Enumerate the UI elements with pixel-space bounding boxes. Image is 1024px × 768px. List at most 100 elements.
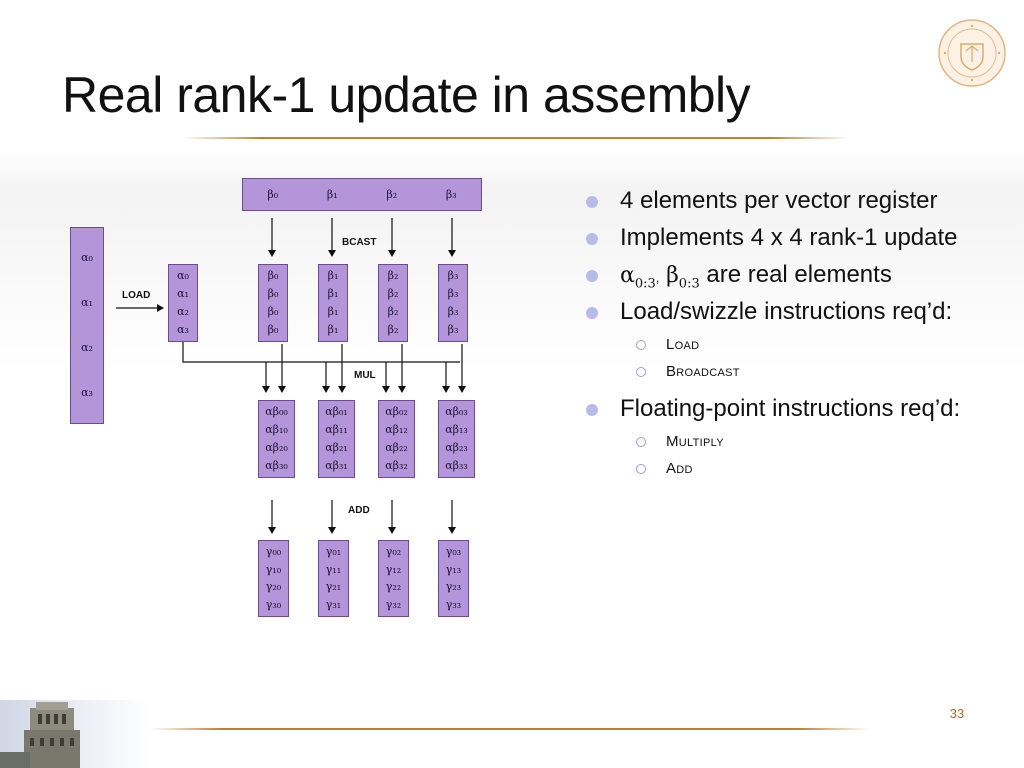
broadcast-element: β₂ (387, 287, 399, 300)
header-shadow (0, 150, 1024, 190)
bcast-label: BCAST (342, 237, 377, 248)
alpha-element: α₁ (81, 296, 93, 310)
alpha-register-element: α₀ (177, 269, 189, 282)
product-register-2: αβ₀₂ αβ₁₂ αβ₂₂ αβ₃₂ (378, 400, 415, 478)
broadcast-element: β₀ (267, 269, 279, 282)
bullet-text: Implements 4 x 4 rank-1 update (620, 224, 958, 251)
product-element: αβ₁₀ (265, 423, 288, 436)
broadcast-element: β₃ (447, 287, 459, 300)
sub-bullet-text: Load (666, 336, 700, 353)
gamma-register-0: γ₀₀ γ₁₀ γ₂₀ γ₃₀ (258, 540, 289, 617)
alpha-range: α0:3 (620, 263, 656, 292)
bullet-ring-icon (636, 437, 646, 447)
beta-range: β0:3 (666, 263, 700, 292)
alpha-register-element: α₃ (177, 323, 189, 336)
gamma-register-3: γ₀₃ γ₁₃ γ₂₃ γ₃₃ (438, 540, 469, 617)
gamma-element: γ₁₀ (265, 562, 282, 576)
alpha-element: α₃ (81, 385, 93, 399)
beta-element: β₁ (326, 188, 338, 201)
product-element: αβ₀₁ (325, 405, 348, 418)
bullet-dot-icon (586, 196, 598, 208)
product-element: αβ₂₃ (445, 441, 468, 454)
mul-label: MUL (354, 370, 376, 381)
gamma-register-1: γ₀₁ γ₁₁ γ₂₁ γ₃₁ (318, 540, 349, 617)
sub-bullet-item: Multiply (582, 431, 1012, 458)
rank1-update-diagram: β₀ β₁ β₂ β₃ α₀ α₁ α₂ α₃ BCAST LOAD MUL A… (70, 178, 482, 617)
alpha-register-element: α₁ (177, 287, 189, 300)
product-element: αβ₂₁ (325, 441, 348, 454)
product-element: αβ₀₂ (385, 405, 408, 418)
bullet-ring-icon (636, 464, 646, 474)
page-number: 33 (949, 706, 965, 721)
sub-bullet-item: Load (582, 334, 1012, 361)
bullet-dot-icon (586, 404, 598, 416)
gamma-element: γ₃₀ (265, 598, 282, 612)
gamma-element: γ₃₂ (385, 598, 402, 612)
gamma-element: γ₁₁ (325, 562, 342, 576)
product-register-1: αβ₀₁ αβ₁₁ αβ₂₁ αβ₃₁ (318, 400, 355, 478)
product-element: αβ₂₀ (265, 441, 288, 454)
product-element: αβ₁₁ (325, 423, 348, 436)
sub-bullet-text: Add (666, 460, 693, 477)
tower-photo-icon (0, 700, 150, 768)
bullet-item: Load/swizzle instructions req’d: (582, 297, 1012, 334)
bullet-item: Implements 4 x 4 rank-1 update (582, 223, 1012, 260)
broadcast-register-2: β₂ β₂ β₂ β₂ (378, 264, 408, 342)
gamma-element: γ₁₃ (445, 562, 462, 576)
gamma-element: γ₂₃ (445, 580, 462, 594)
bullet-item: α0:3, β0:3 are real elements (582, 260, 1012, 297)
product-register-3: αβ₀₃ αβ₁₃ αβ₂₃ αβ₃₃ (438, 400, 475, 478)
product-element: αβ₃₀ (265, 459, 288, 472)
load-label: LOAD (122, 290, 151, 301)
product-register-0: αβ₀₀ αβ₁₀ αβ₂₀ αβ₃₀ (258, 400, 295, 478)
broadcast-element: β₁ (327, 269, 339, 282)
product-element: αβ₃₃ (445, 459, 468, 472)
slide-title: Real rank-1 update in assembly (62, 67, 751, 123)
broadcast-register-3: β₃ β₃ β₃ β₃ (438, 264, 468, 342)
broadcast-element: β₁ (327, 287, 339, 300)
broadcast-element: β₃ (447, 305, 459, 318)
broadcast-element: β₀ (267, 305, 279, 318)
bullet-ring-icon (636, 367, 646, 377)
alpha-feed-line (182, 342, 460, 363)
gamma-element: γ₂₁ (325, 580, 342, 594)
alpha-register: α₀ α₁ α₂ α₃ (168, 264, 198, 342)
broadcast-element: β₀ (267, 323, 279, 336)
diagram-connectors (116, 218, 466, 534)
bullet-dot-icon (586, 233, 598, 245)
gamma-element: γ₀₀ (265, 544, 282, 558)
gamma-element: γ₀₃ (445, 544, 462, 558)
bullet-ring-icon (636, 340, 646, 350)
bullet-list: 4 elements per vector register Implement… (582, 186, 1012, 485)
broadcast-element: β₁ (327, 305, 339, 318)
alpha-element: α₂ (81, 340, 93, 354)
gamma-element: γ₀₂ (385, 544, 402, 558)
bullet-dot-icon (586, 307, 598, 319)
broadcast-element: β₂ (387, 269, 399, 282)
product-element: αβ₁₃ (445, 423, 468, 436)
beta-element: β₃ (445, 188, 457, 201)
bullet-text: Floating-point instructions req’d: (620, 395, 961, 422)
alpha-vector: α₀ α₁ α₂ α₃ (70, 227, 104, 424)
bullet-text: are real elements (699, 261, 892, 288)
broadcast-element: β₂ (387, 323, 399, 336)
bullet-text: Load/swizzle instructions req’d: (620, 298, 953, 325)
bullet-item: Floating-point instructions req’d: (582, 394, 1012, 431)
broadcast-register-0: β₀ β₀ β₀ β₀ (258, 264, 288, 342)
sub-bullet-text: Broadcast (666, 363, 740, 380)
broadcast-element: β₃ (447, 269, 459, 282)
broadcast-element: β₃ (447, 323, 459, 336)
alpha-element: α₀ (81, 251, 93, 265)
gamma-element: γ₃₁ (325, 598, 342, 612)
broadcast-element: β₁ (327, 323, 339, 336)
broadcast-element: β₀ (267, 287, 279, 300)
footer-divider (150, 728, 870, 730)
add-label: ADD (348, 505, 370, 516)
range-separator: , (655, 270, 660, 285)
beta-element: β₂ (386, 188, 398, 201)
university-seal-icon (938, 19, 1006, 87)
gamma-element: γ₁₂ (385, 562, 402, 576)
title-divider (182, 137, 850, 139)
gamma-register-2: γ₀₂ γ₁₂ γ₂₂ γ₃₂ (378, 540, 409, 617)
sub-bullet-item: Add (582, 458, 1012, 485)
